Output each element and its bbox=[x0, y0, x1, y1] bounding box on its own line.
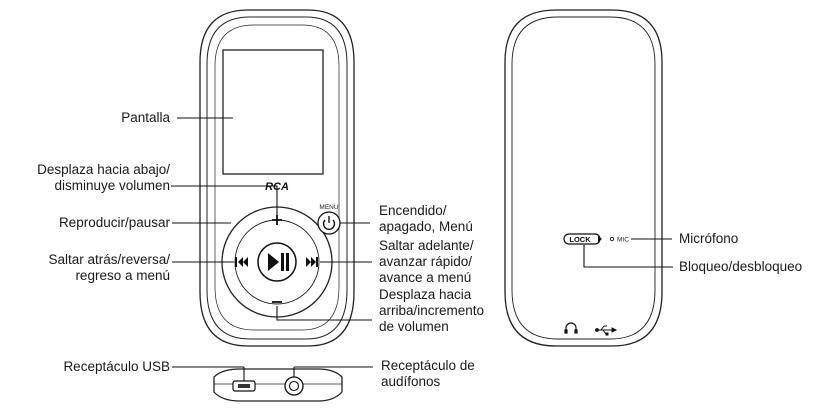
label-saltar-adelante-line2: avanzar rápido/ bbox=[379, 254, 473, 269]
label-bloqueo: Bloqueo/desbloqueo bbox=[679, 259, 803, 274]
label-saltar-adelante-line1: Saltar adelante/ bbox=[379, 238, 474, 253]
power-icon bbox=[322, 216, 336, 230]
headphone-jack[interactable] bbox=[284, 376, 304, 396]
back-device-inner-rim bbox=[511, 16, 656, 340]
back-device-outer-shell bbox=[504, 9, 663, 347]
label-receptaculo-usb: Receptáculo USB bbox=[63, 359, 170, 374]
front-device-bevel bbox=[214, 24, 340, 331]
label-desplaza-arriba-line3: de volumen bbox=[379, 319, 449, 334]
lock-label: LOCK bbox=[569, 235, 591, 244]
screen bbox=[222, 49, 324, 175]
plus-icon[interactable] bbox=[272, 215, 282, 225]
previous-icon[interactable] bbox=[235, 257, 248, 267]
label-pantalla: Pantalla bbox=[121, 110, 170, 125]
label-encendido-line1: Encendido/ bbox=[379, 203, 447, 218]
label-desplaza-abajo-line2: disminuye volumen bbox=[54, 178, 170, 193]
label-encendido-line2: apagado, Menú bbox=[379, 219, 473, 234]
label-desplaza-arriba-line1: Desplaza hacia bbox=[379, 287, 472, 302]
lock-switch[interactable]: LOCK bbox=[563, 233, 602, 245]
label-saltar-adelante-line3: avance a menú bbox=[379, 270, 472, 285]
leader-desplaza-arriba bbox=[276, 306, 372, 321]
microphone-hole bbox=[609, 236, 615, 242]
label-receptaculo-audifonos-line2: audífonos bbox=[381, 374, 441, 389]
leader-bloqueo bbox=[583, 245, 673, 268]
label-receptaculo-audifonos-line1: Receptáculo de bbox=[381, 358, 475, 373]
usb-port[interactable] bbox=[232, 380, 256, 392]
back-device bbox=[504, 9, 663, 347]
next-icon[interactable] bbox=[306, 257, 318, 267]
menu-label: MENU bbox=[319, 204, 338, 211]
front-device-outer-shell bbox=[199, 9, 355, 347]
play-pause-icon bbox=[268, 253, 289, 271]
leader-desplaza-abajo bbox=[171, 185, 278, 216]
front-device-inner-rim bbox=[206, 16, 348, 340]
mic-label: MIC bbox=[617, 237, 629, 244]
label-desplaza-arriba-line2: arriba/incremento bbox=[379, 303, 485, 318]
headphone-icon bbox=[564, 322, 578, 334]
label-reproducir: Reproducir/pausar bbox=[58, 215, 170, 230]
label-microfono: Micrófono bbox=[679, 231, 739, 246]
label-desplaza-abajo-line1: Desplaza hacia abajo/ bbox=[37, 162, 170, 177]
leader-lines bbox=[171, 117, 673, 381]
label-saltar-atras-line2: regreso a menú bbox=[75, 268, 170, 283]
usb-icon bbox=[595, 325, 618, 336]
bottom-edge-outline bbox=[213, 368, 343, 402]
label-saltar-atras-line1: Saltar atrás/reversa/ bbox=[48, 252, 170, 267]
front-device bbox=[199, 9, 355, 347]
